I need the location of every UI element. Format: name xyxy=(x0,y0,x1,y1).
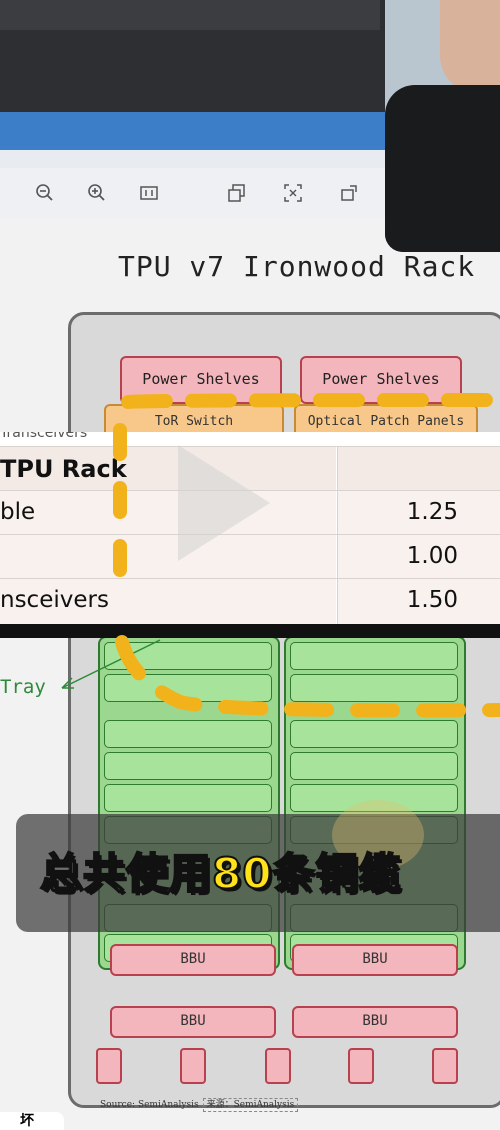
table-header-row: TPU Rack xyxy=(0,446,500,491)
bbu-right-bottom: BBU xyxy=(292,1006,458,1038)
caption-highlight: 80条铜缆 xyxy=(211,848,402,899)
dashed-annotation-icon xyxy=(113,393,500,718)
rack-cost-table: TPU Rack ble 1.25 1.00 nsceivers 1.50 xyxy=(0,432,500,625)
table-header-label: TPU Rack xyxy=(0,455,127,483)
table-row-value: 1.50 xyxy=(406,587,458,613)
bbu-right-top: BBU xyxy=(292,944,458,976)
actual-size-icon[interactable] xyxy=(138,182,160,204)
watermark-emblem-icon xyxy=(332,800,424,870)
zoom-out-icon[interactable] xyxy=(34,182,56,204)
video-separator xyxy=(0,624,500,638)
tray-arrow-icon xyxy=(61,639,161,689)
table-header-fragment-text: Transceivers xyxy=(0,432,88,441)
rack-foot xyxy=(348,1048,374,1084)
compute-tray xyxy=(290,674,458,702)
tray-annotation-label: Tray xyxy=(0,676,46,698)
table-row-value: 1.25 xyxy=(406,499,458,525)
compute-tray xyxy=(290,720,458,748)
compute-tray xyxy=(290,784,458,812)
slide-title: TPU v7 Ironwood Rack xyxy=(118,250,476,283)
rack-foot xyxy=(96,1048,122,1084)
bbu-left-bottom: BBU xyxy=(110,1006,276,1038)
compute-tray xyxy=(104,752,272,780)
source-en: Source: SemiAnalysis xyxy=(100,1100,199,1110)
rotate-icon[interactable] xyxy=(338,182,360,204)
caption-prefix: 总共使用 xyxy=(39,848,213,899)
play-icon[interactable] xyxy=(178,445,270,561)
source-cn: 来源：SemiAnalysis xyxy=(202,1098,299,1112)
rack-foot xyxy=(265,1048,291,1084)
zoom-in-icon[interactable] xyxy=(86,182,108,204)
copy-icon[interactable] xyxy=(226,182,248,204)
compute-tray xyxy=(104,784,272,812)
table-row: nsceivers 1.50 xyxy=(0,578,500,625)
webcam-overlay xyxy=(385,0,500,252)
video-caption: 总共使用80条铜缆 xyxy=(39,840,402,901)
table-row-label: ble xyxy=(0,499,36,525)
app-title-bar xyxy=(0,112,395,156)
compute-tray xyxy=(290,752,458,780)
compute-tray xyxy=(290,642,458,670)
rack-foot xyxy=(432,1048,458,1084)
table-row-value: 1.00 xyxy=(406,543,458,569)
table-row-label: nsceivers xyxy=(0,587,109,613)
compute-tray xyxy=(104,720,272,748)
rack-foot xyxy=(180,1048,206,1084)
caption-background xyxy=(16,814,500,932)
bbu-left-top: BBU xyxy=(110,944,276,976)
corner-caption-fragment: 坏 xyxy=(0,1112,64,1130)
fit-screen-icon[interactable] xyxy=(282,182,304,204)
